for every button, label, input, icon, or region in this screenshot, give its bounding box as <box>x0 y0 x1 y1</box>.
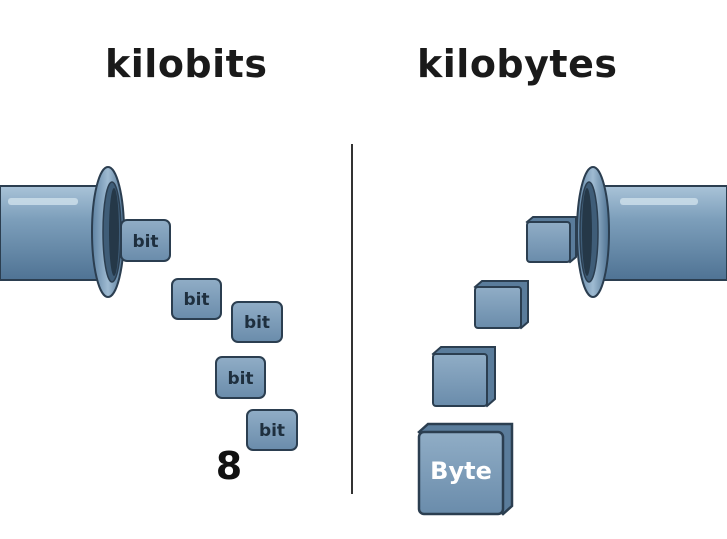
bit-block-2: bit <box>171 278 222 320</box>
right-pipe-icon <box>576 166 727 298</box>
bit-count-label: 8 <box>216 444 242 488</box>
byte-block-large <box>431 346 496 408</box>
byte-block-icon: Byte <box>417 422 514 516</box>
byte-block-medium <box>473 280 529 330</box>
bit-block-4: bit <box>215 356 266 399</box>
bit-label-5: bit <box>259 421 285 441</box>
byte-label: Byte <box>430 457 492 485</box>
kilobits-title: kilobits <box>105 42 268 86</box>
bit-label-3: bit <box>244 313 270 333</box>
byte-block-small <box>525 216 577 264</box>
kilobytes-title: kilobytes <box>417 42 618 86</box>
bit-label-2: bit <box>183 290 209 310</box>
bit-label-4: bit <box>227 369 253 389</box>
bit-label-1: bit <box>132 232 158 252</box>
left-pipe-icon <box>0 166 125 298</box>
bit-block-5: bit <box>246 409 298 451</box>
bit-block-3: bit <box>231 301 283 343</box>
bit-block-1: bit <box>120 219 171 262</box>
